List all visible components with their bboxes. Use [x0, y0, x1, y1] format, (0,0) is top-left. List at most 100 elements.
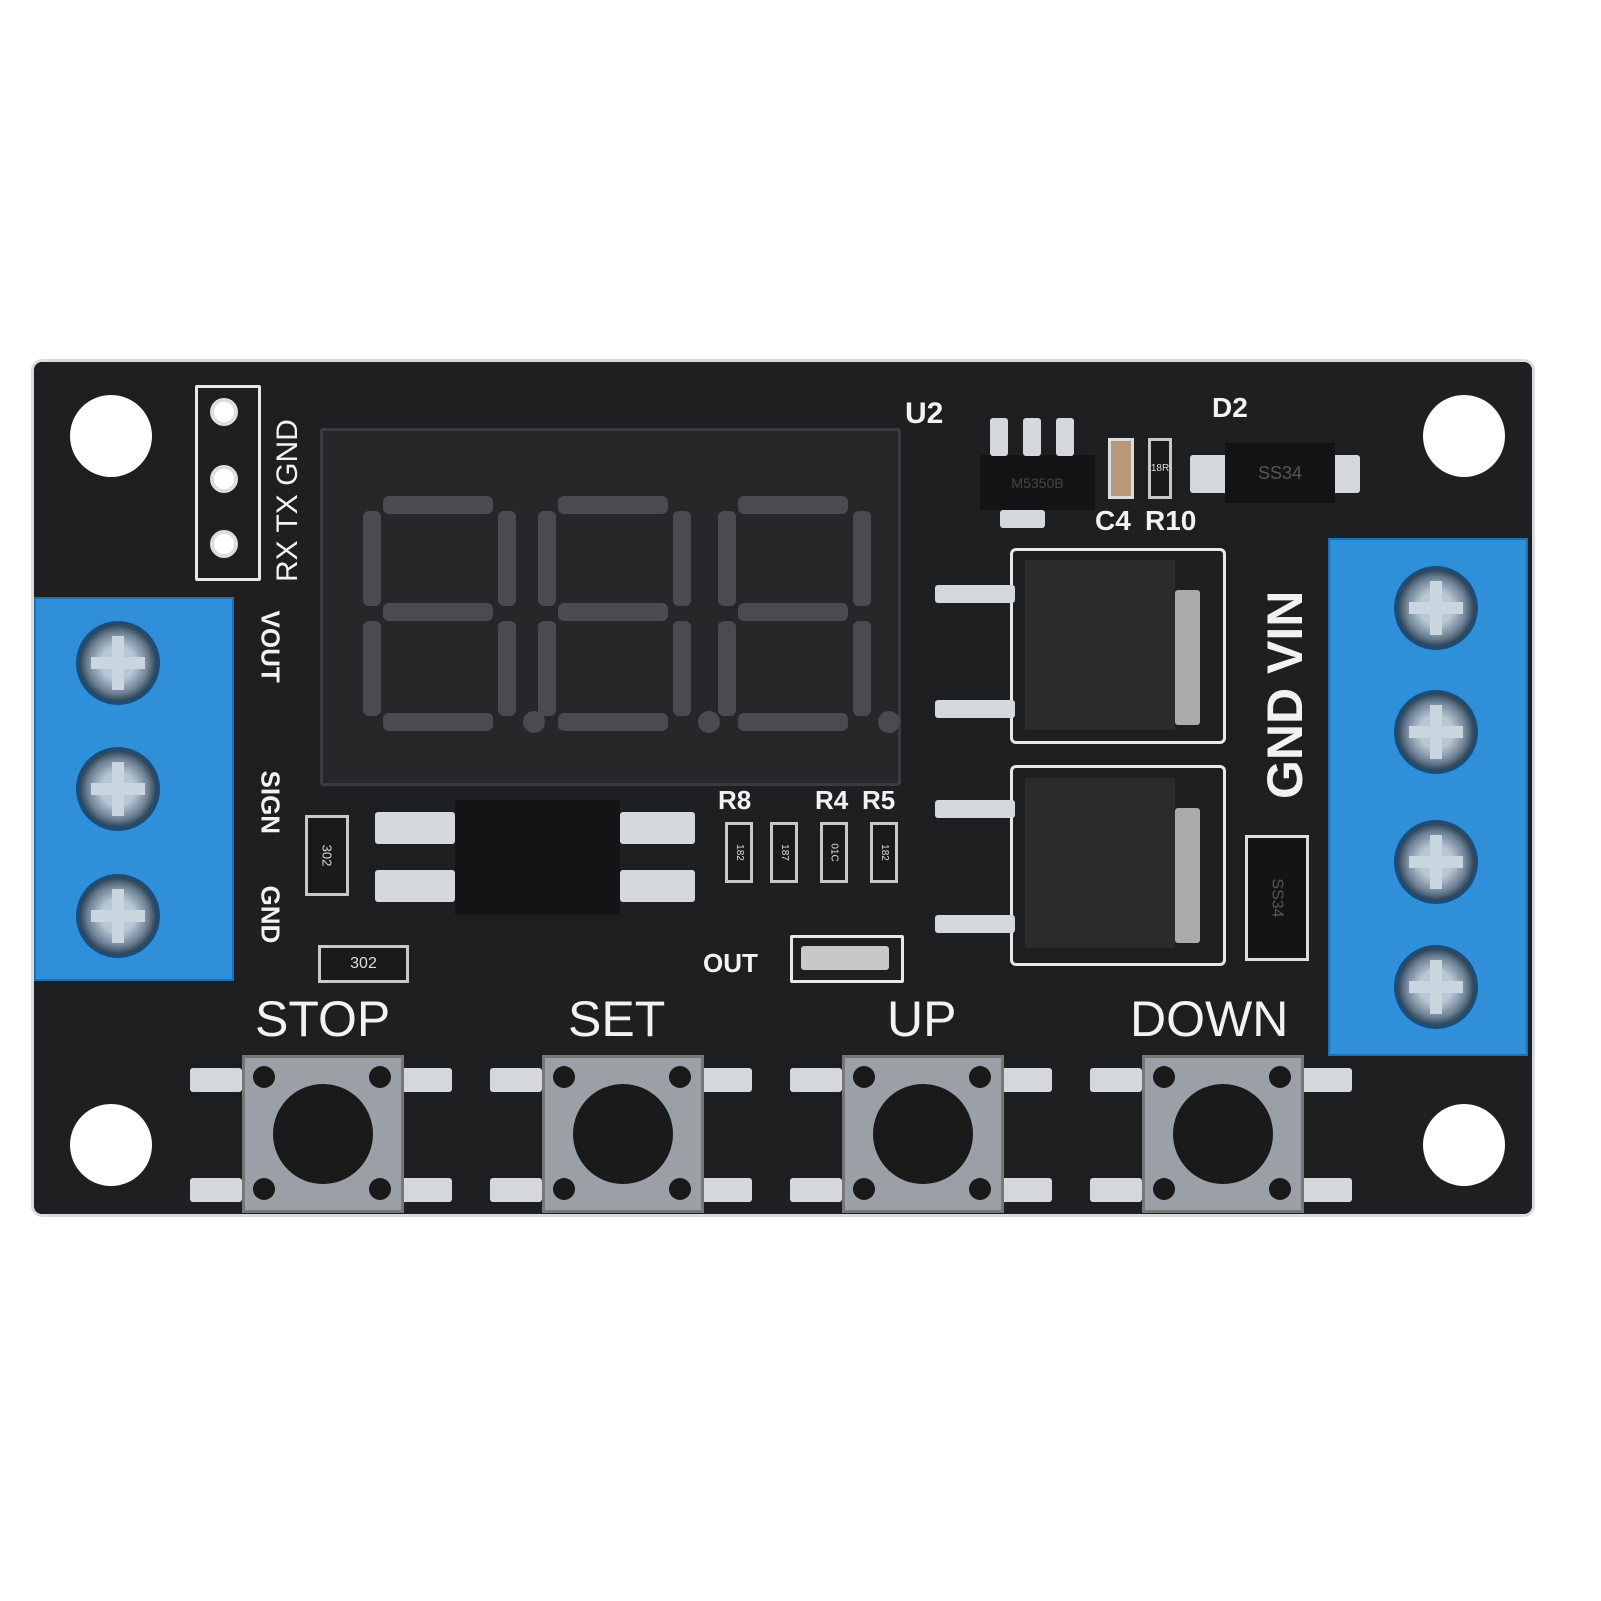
- resistor-code: 302: [319, 844, 335, 867]
- u2-pin: [1056, 418, 1074, 456]
- display-segment: [718, 511, 736, 606]
- button-pad: [1300, 1068, 1352, 1092]
- button-corner: [969, 1178, 991, 1200]
- header-pin-rx: [210, 530, 238, 558]
- display-segment: [558, 496, 668, 514]
- diode-code: SS34: [1268, 878, 1286, 918]
- resistor-302-left: 302: [305, 815, 349, 896]
- display-segment: [383, 603, 493, 621]
- button-corner: [253, 1066, 275, 1088]
- mosfet-2-tab: [1175, 808, 1200, 943]
- label-down: DOWN: [1130, 991, 1289, 1047]
- display-segment: [363, 621, 381, 716]
- mosfet-1-lead: [935, 585, 1015, 603]
- display-segment: [363, 511, 381, 606]
- opto-pad: [620, 812, 695, 844]
- header-pin-gnd: [210, 398, 238, 426]
- mosfet-outline: [1010, 548, 1226, 744]
- label-d2: D2: [1212, 392, 1248, 423]
- button-corner: [1269, 1178, 1291, 1200]
- button-pad: [1090, 1178, 1142, 1202]
- display-segment: [853, 511, 871, 606]
- label-c4: C4: [1095, 505, 1131, 536]
- label-gnd-vin: GND VIN: [1257, 590, 1313, 799]
- up-button[interactable]: [842, 1055, 1004, 1213]
- mosfet-outline: [1010, 765, 1226, 966]
- display-segment: [538, 511, 556, 606]
- button-pad: [400, 1068, 452, 1092]
- resistor-r10: 18R: [1148, 438, 1172, 499]
- button-cap[interactable]: [573, 1084, 673, 1184]
- u2-pin: [1023, 418, 1041, 456]
- led-out: [790, 935, 904, 983]
- button-cap[interactable]: [1173, 1084, 1273, 1184]
- mosfet-1-tab: [1175, 590, 1200, 725]
- down-button[interactable]: [1142, 1055, 1304, 1213]
- display-segment: [738, 496, 848, 514]
- seven-segment-display: [320, 428, 901, 786]
- display-segment: [718, 621, 736, 716]
- screw-sign[interactable]: [76, 747, 160, 831]
- label-r5: R5: [862, 785, 896, 815]
- screw-gnd-right[interactable]: [1394, 690, 1478, 774]
- label-sign: SIGN: [255, 770, 286, 835]
- button-corner: [969, 1066, 991, 1088]
- resistor-r4: 01C: [820, 822, 848, 883]
- label-vout: VOUT: [255, 610, 286, 683]
- button-corner: [553, 1066, 575, 1088]
- display-segment: [558, 603, 668, 621]
- d2-pad: [1190, 455, 1230, 493]
- diode-d2: SS34: [1225, 443, 1335, 503]
- screw-3[interactable]: [1394, 820, 1478, 904]
- button-pad: [400, 1178, 452, 1202]
- resistor-r8: 182: [725, 822, 753, 883]
- screw-vout[interactable]: [76, 621, 160, 705]
- set-button[interactable]: [542, 1055, 704, 1213]
- mosfet-1: [1025, 560, 1175, 730]
- opto-pad: [375, 812, 455, 844]
- display-segment: [673, 621, 691, 716]
- button-cap[interactable]: [273, 1084, 373, 1184]
- mounting-hole: [1423, 395, 1505, 477]
- resistor-code: 182: [878, 844, 890, 861]
- resistor-code: 01C: [828, 843, 840, 862]
- button-pad: [790, 1178, 842, 1202]
- display-segment: [498, 511, 516, 606]
- button-pad: [490, 1068, 542, 1092]
- resistor-r5: 182: [870, 822, 898, 883]
- display-segment: [853, 621, 871, 716]
- display-segment: [383, 713, 493, 731]
- button-corner: [853, 1066, 875, 1088]
- mounting-hole: [70, 1104, 152, 1186]
- label-set: SET: [568, 991, 666, 1047]
- resistor-code: 182: [733, 844, 745, 861]
- button-pad: [1000, 1068, 1052, 1092]
- regulator-u2: M5350B: [980, 455, 1095, 510]
- diode-ss34: SS34: [1245, 835, 1309, 961]
- mosfet-1-lead: [935, 700, 1015, 718]
- mosfet-2-lead: [935, 915, 1015, 933]
- button-cap[interactable]: [873, 1084, 973, 1184]
- resistor: 187: [770, 822, 798, 883]
- mosfet-2-lead: [935, 800, 1015, 818]
- button-corner: [553, 1178, 575, 1200]
- button-pad: [1000, 1178, 1052, 1202]
- button-pad: [1300, 1178, 1352, 1202]
- label-gnd: GND: [255, 885, 286, 944]
- screw-4[interactable]: [1394, 945, 1478, 1029]
- button-pad: [700, 1068, 752, 1092]
- button-corner: [669, 1066, 691, 1088]
- decimal-point: [698, 711, 720, 733]
- stop-button[interactable]: [242, 1055, 404, 1213]
- label-u2: U2: [905, 397, 944, 430]
- button-pad: [700, 1178, 752, 1202]
- button-pad: [490, 1178, 542, 1202]
- screw-gnd[interactable]: [76, 874, 160, 958]
- screw-vin[interactable]: [1394, 566, 1478, 650]
- display-segment: [738, 713, 848, 731]
- display-segment: [558, 713, 668, 731]
- display-segment: [498, 621, 516, 716]
- optocoupler: [455, 800, 620, 915]
- header-label: RX TX GND: [271, 419, 304, 582]
- d2-pad: [1330, 455, 1360, 493]
